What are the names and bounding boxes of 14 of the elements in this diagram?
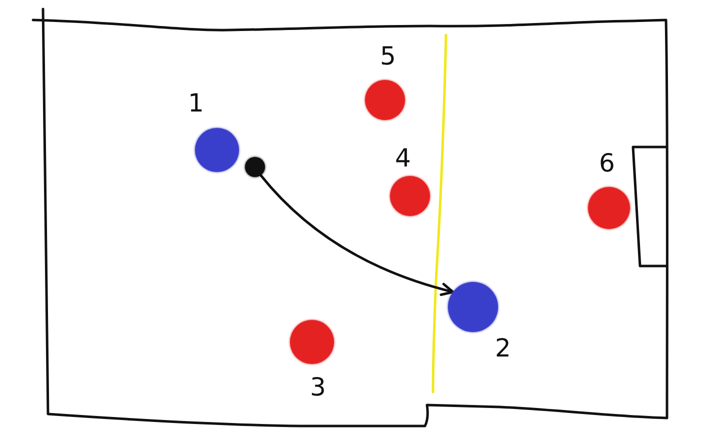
player-number: 5 xyxy=(380,44,396,68)
player-number: 2 xyxy=(495,336,511,360)
ball xyxy=(245,157,265,177)
pass-arrow xyxy=(259,174,454,296)
player-number: 1 xyxy=(188,90,204,116)
player-number: 4 xyxy=(395,146,411,170)
player-circle xyxy=(390,176,430,216)
player-circle xyxy=(195,128,239,172)
player-number: 6 xyxy=(599,150,615,176)
player-circle xyxy=(365,80,405,120)
player-number: 3 xyxy=(310,374,326,400)
player-circle xyxy=(290,320,334,364)
player-circle xyxy=(448,282,498,332)
player-circle xyxy=(588,187,630,229)
